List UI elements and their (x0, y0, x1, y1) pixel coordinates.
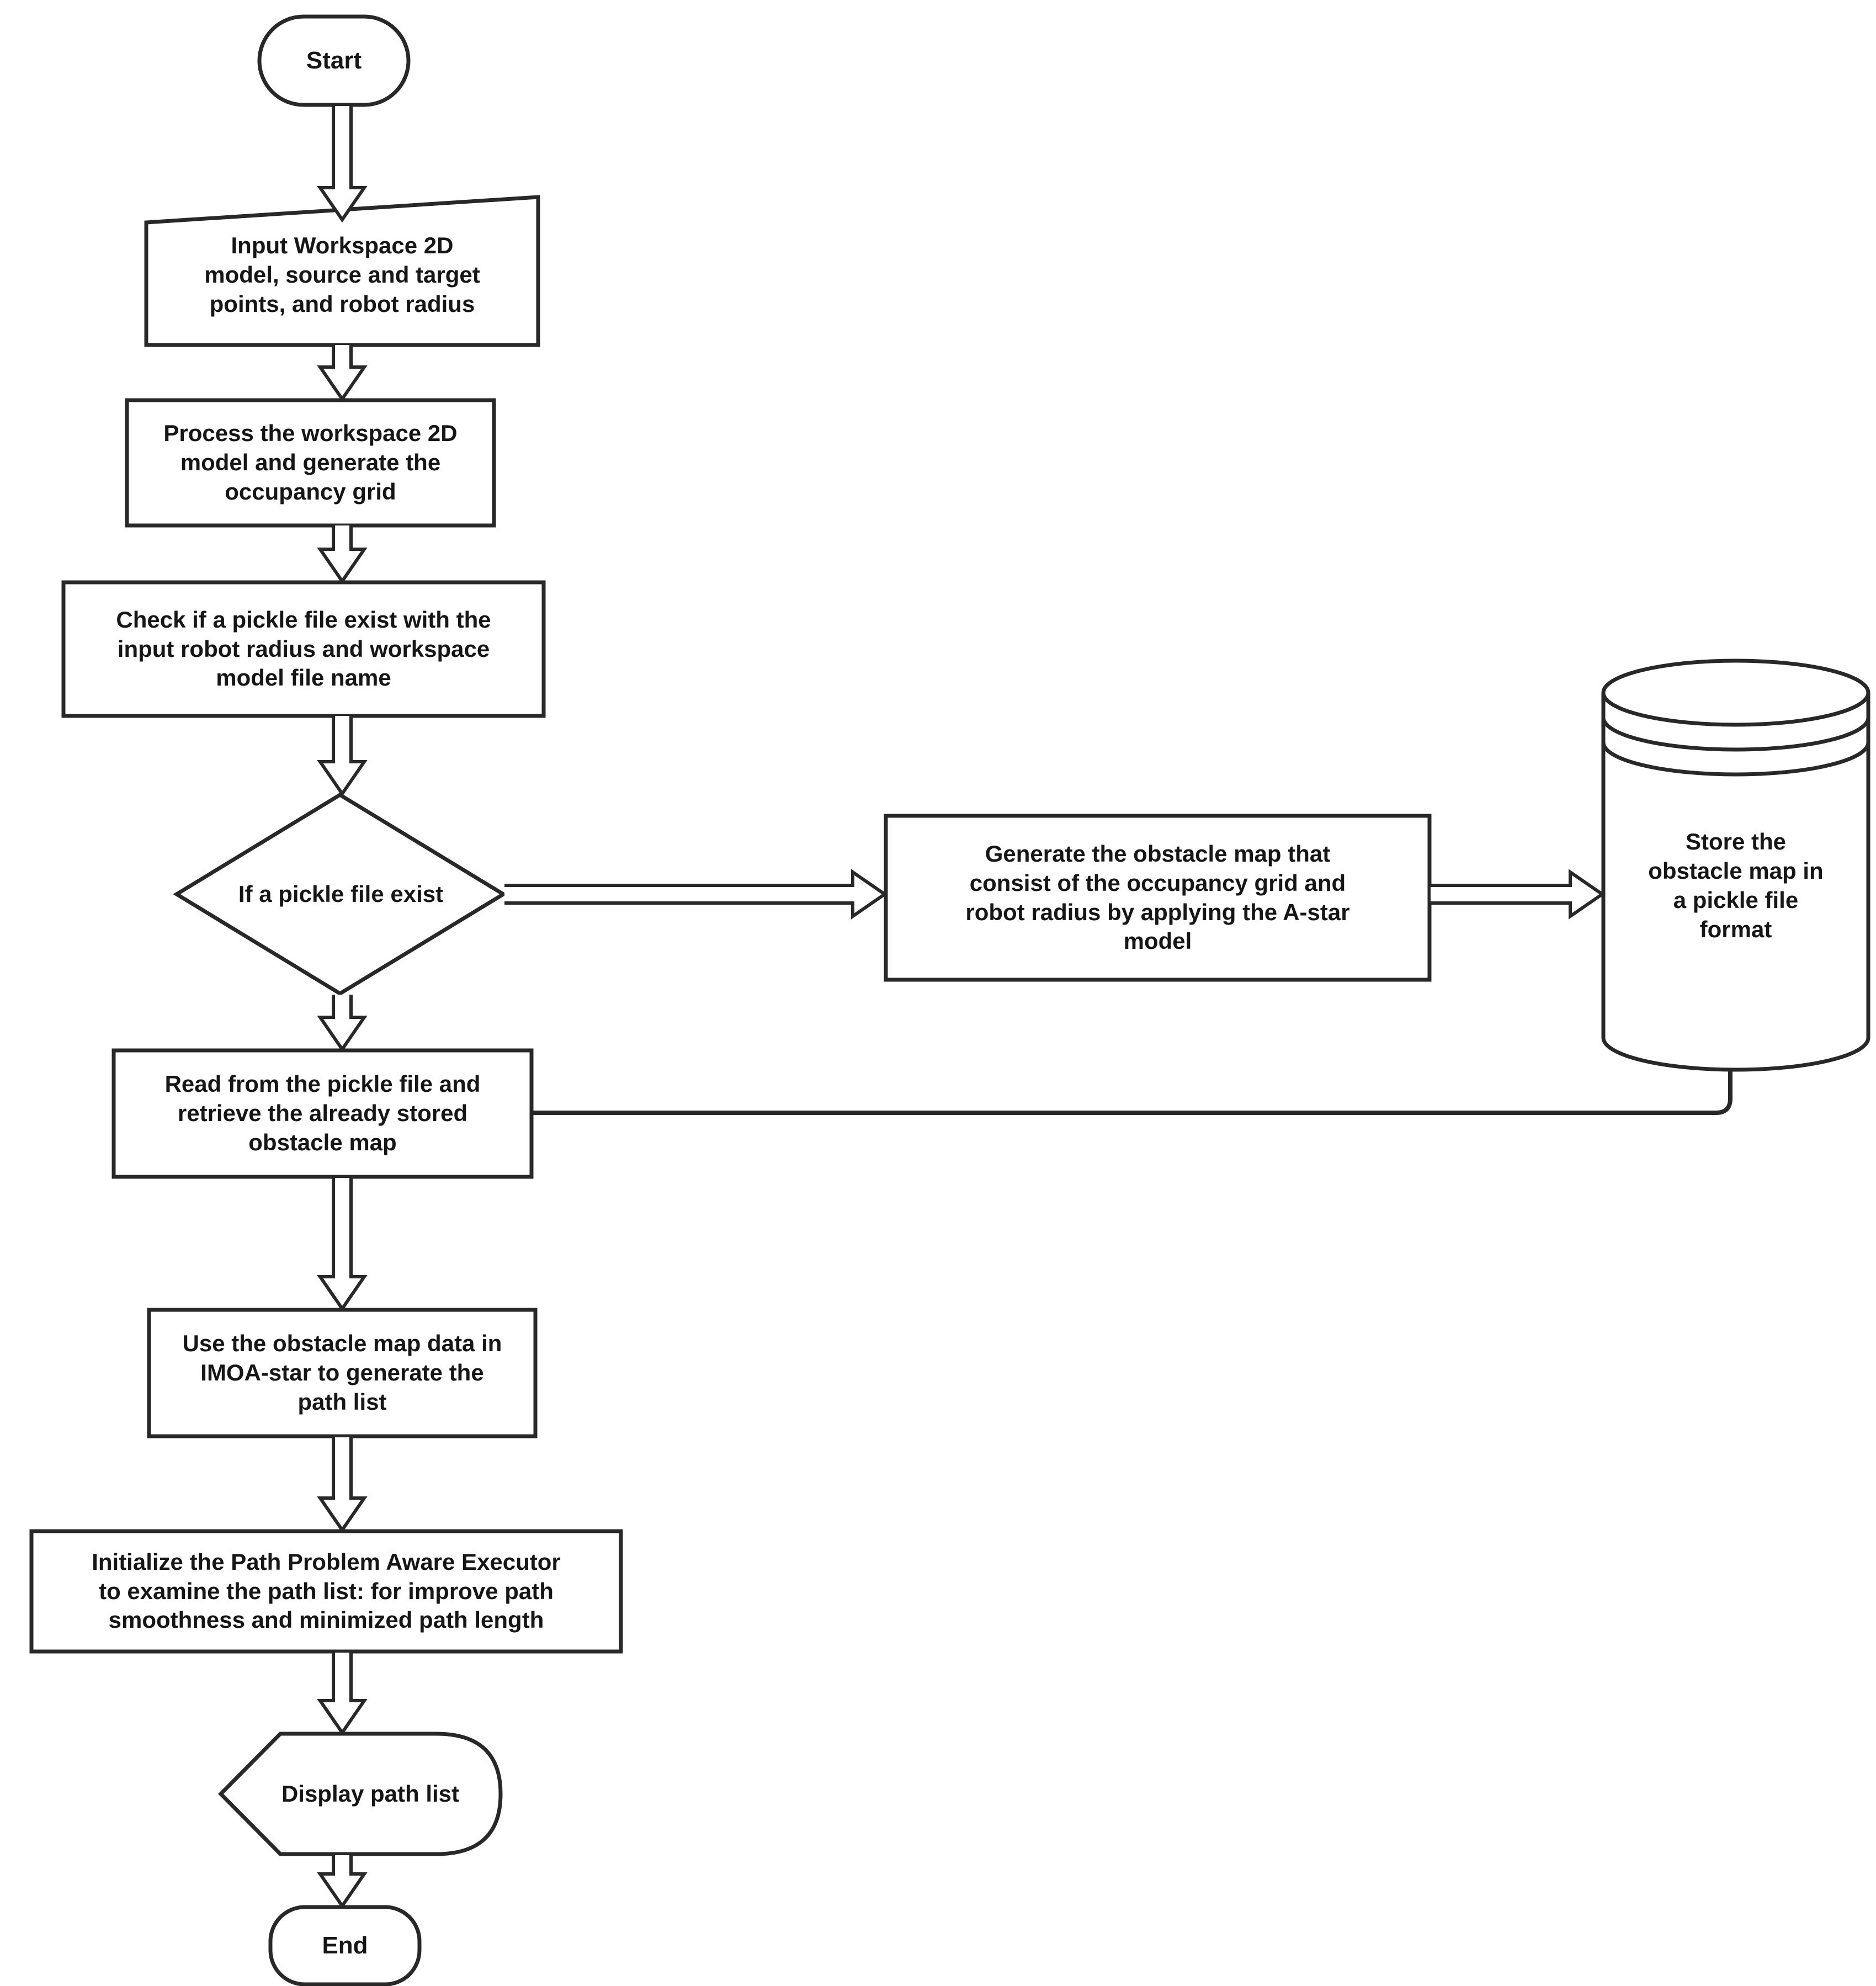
read-rect-shape (111, 1048, 534, 1179)
end-label: End (322, 1932, 368, 1960)
imoa-rect-shape (147, 1308, 538, 1438)
executor-label: Initialize the Path Problem Aware Execut… (92, 1548, 561, 1633)
arrow-imoa-to-executor (317, 1437, 368, 1533)
generate-label: Generate the obstacle map that consist o… (965, 840, 1350, 954)
arrow-display-to-end (317, 1855, 368, 1909)
imoa-label: Use the obstacle map data in IMOA-star t… (182, 1330, 502, 1415)
store-label: Store the obstacle map in a pickle file … (1648, 829, 1824, 942)
arrow-decision-to-generate (504, 869, 888, 920)
arrow-input-to-process (317, 345, 368, 402)
manual-input-shape (144, 195, 540, 347)
arrow-process-to-check (317, 525, 368, 585)
database-cylinder-top (1601, 659, 1870, 727)
arrow-read-to-imoa (317, 1178, 368, 1312)
start-label: Start (306, 47, 362, 75)
check-rect-shape (61, 580, 546, 718)
read-label: Read from the pickle file and retrieve t… (164, 1071, 481, 1155)
process-label: Process the workspace 2D model and gener… (163, 420, 458, 505)
database-cylinder-ring1 (1601, 717, 1870, 752)
arrow-check-to-decision (317, 716, 368, 797)
process-rect-shape (125, 398, 496, 528)
decision-diamond-shape (173, 792, 507, 996)
display-label: Display path list (281, 1780, 460, 1807)
arrow-executor-to-display (317, 1653, 368, 1736)
input-label: Input Workspace 2D model, source and tar… (204, 232, 480, 317)
executor-rect-shape (29, 1529, 623, 1654)
check-label: Check if a pickle file exist with the in… (116, 606, 491, 691)
generate-rect-shape (884, 814, 1432, 982)
database-cylinder-ring2 (1601, 742, 1870, 777)
decision-label: If a pickle file exist (238, 880, 444, 907)
start-terminator-shape (257, 14, 411, 107)
arrow-start-to-input (317, 106, 368, 223)
connector-store-to-read (532, 1066, 1732, 1115)
arrow-generate-to-store (1431, 869, 1606, 920)
end-terminator-shape (268, 1905, 422, 1986)
display-shape (218, 1732, 503, 1856)
arrow-decision-to-read (317, 995, 368, 1053)
database-cylinder-body (1601, 693, 1870, 1072)
